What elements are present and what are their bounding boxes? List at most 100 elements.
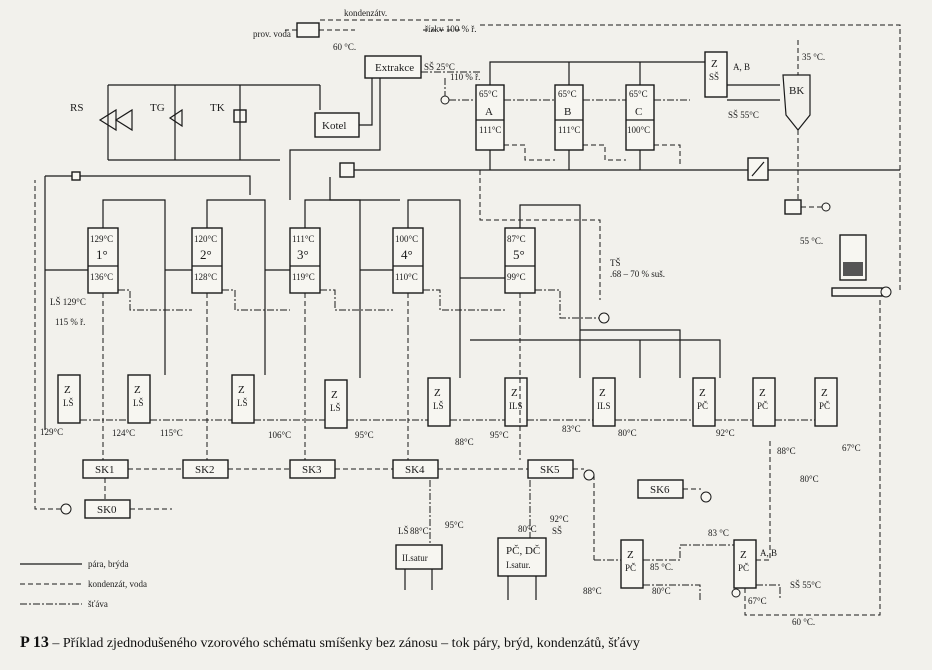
pa-bot: 111°C [479, 125, 501, 135]
pump-right [821, 202, 831, 212]
pump-bottom [880, 286, 892, 298]
h1-z: Z [134, 384, 141, 396]
ev1-top: 129°C [90, 234, 113, 244]
ts2-label: .68 – 70 % suš. [610, 269, 665, 279]
hb2-z: Z [740, 549, 747, 561]
ev2-mid: 2° [200, 247, 212, 262]
sk1-label: SK1 [95, 464, 115, 476]
legend-label-0: pára, brýda [88, 559, 128, 569]
ev5-top: 87°C [507, 234, 526, 244]
ev-pump-circle [598, 312, 610, 324]
t-h95: 95°C [355, 430, 374, 440]
caption-text: – Příklad zjednodušeného vzorového schém… [48, 636, 640, 651]
sk0-label: SK0 [97, 504, 117, 516]
h3-sub: LŠ [330, 403, 341, 413]
h9-z: Z [821, 387, 828, 399]
extrakce-box [364, 55, 422, 79]
satur-juice [429, 480, 531, 545]
boiler-steam-lines [107, 84, 321, 161]
ev4-mid: 4° [401, 247, 413, 262]
ss55-label: SŠ 55°C [728, 110, 759, 120]
juice-lines [118, 289, 600, 319]
ev5-bot: 99°C [507, 272, 526, 282]
t-h92: 92°C [716, 428, 735, 438]
t-h88c: 88°C [410, 526, 429, 536]
ls129-label: LŠ 129°C [50, 297, 86, 307]
t-h83b: 83 °C [708, 528, 729, 538]
t-h124: 124°C [112, 428, 135, 438]
heater-steam [164, 329, 721, 378]
pc-bot: 100°C [627, 125, 650, 135]
pb-bot: 111°C [558, 125, 580, 135]
t-h88d: 88°C [583, 586, 602, 596]
regulator-line [329, 169, 900, 201]
vapour-lines [102, 199, 581, 330]
t-h85: 85 °C. [650, 562, 673, 572]
saturI-l1: PČ, DČ [506, 545, 540, 557]
sk3-label: SK3 [302, 464, 322, 476]
t55-label: 55 °C. [800, 236, 823, 246]
legend-label-2: šťáva [88, 599, 108, 609]
ss25-label: SŠ 25°C [424, 62, 455, 72]
ev4-top: 100°C [395, 234, 418, 244]
ls-steam-line [44, 175, 251, 430]
extrakce-label: Extrakce [375, 62, 414, 74]
t-h80d: 80°C [652, 586, 671, 596]
pct110-label: 110 % ř. [450, 72, 480, 82]
heater-top-sub: SŠ [709, 72, 719, 82]
saturII-label: II.satur [402, 553, 428, 563]
tg-icon [168, 108, 183, 128]
h0-z: Z [64, 384, 71, 396]
evaporator-1: 129°C 1° 136°C [87, 227, 119, 294]
figure-caption: P 13 – Příklad zjednodušeného vzorového … [20, 634, 640, 652]
tk-label: TK [210, 102, 225, 114]
junction-box [71, 171, 81, 181]
t-h67b: 67°C [748, 596, 767, 606]
h2-z: Z [238, 384, 245, 396]
evaporator-4: 100°C 4° 110°C [392, 227, 424, 294]
legend-label-1: kondenzát, voda [88, 579, 147, 589]
h9-sub: PČ [819, 401, 830, 411]
t35-label: 35 °C. [802, 52, 825, 62]
hb2-sub: PČ [738, 563, 749, 573]
filter-bed [843, 262, 863, 276]
rs-valve-icon [98, 108, 133, 132]
kondenzatv-label: kondenzátv. [344, 8, 387, 18]
bottom-dash [744, 300, 881, 616]
ev3-bot: 119°C [292, 272, 315, 282]
pan-b: 65°C B 111°C [554, 84, 584, 151]
sk6-label: SK6 [650, 484, 670, 496]
bottom-juice [594, 544, 781, 600]
pc-mid: C [635, 106, 642, 118]
top-dash [320, 19, 460, 31]
h8-z: Z [759, 387, 766, 399]
t-ss55b: SŠ 55°C [790, 580, 821, 590]
sk4-label: SK4 [405, 464, 425, 476]
t-ls: LŠ [398, 526, 409, 536]
saturII-box [395, 544, 443, 570]
kotel-lines [289, 78, 381, 200]
hb1-z: Z [627, 549, 634, 561]
kotel-label: Kotel [322, 120, 346, 132]
h7-sub: PČ [697, 401, 708, 411]
ev2-top: 120°C [194, 234, 217, 244]
pan-a: 65°C A 111°C [475, 84, 505, 151]
h7-z: Z [699, 387, 706, 399]
ts-label: TŠ [610, 258, 621, 268]
valve-slash [751, 161, 765, 177]
h4-sub: LŠ [433, 401, 444, 411]
t-ss: SŠ [552, 526, 562, 536]
heater-b1 [620, 539, 644, 589]
t-h115: 115°C [160, 428, 183, 438]
h8-sub: PČ [757, 401, 768, 411]
heating-lines [45, 269, 505, 279]
pan-c: 65°C C 100°C [625, 84, 655, 151]
pa-top: 65°C [479, 89, 498, 99]
bk-label: BK [789, 85, 804, 97]
pb-mid: B [564, 106, 571, 118]
t-h80: 80°C [618, 428, 637, 438]
caption-id: P 13 [20, 634, 49, 651]
t-h80c: 80°C [518, 524, 537, 534]
condensate-network [34, 180, 701, 560]
